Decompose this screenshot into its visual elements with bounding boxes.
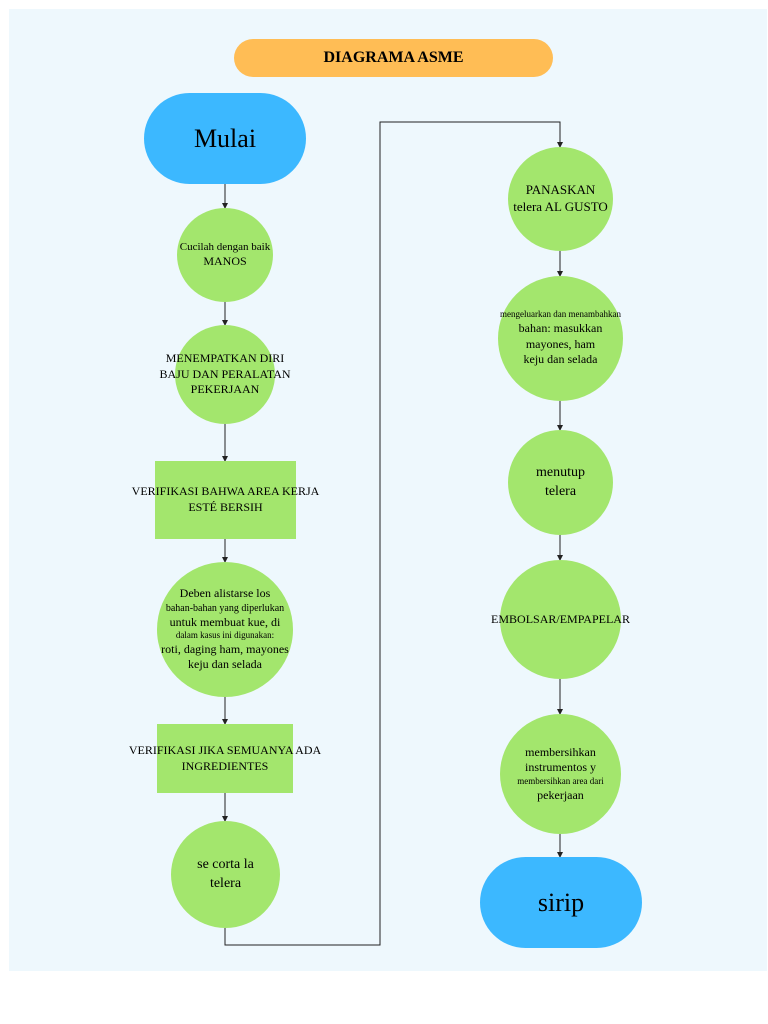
end-terminal: sirip	[480, 857, 642, 948]
step-pack: EMBOLSAR/EMPAPELAR	[491, 560, 630, 679]
step-text-line: se corta la	[197, 857, 254, 873]
step-text-line: PANASKAN	[525, 182, 596, 198]
step-text-line: instrumentos y	[525, 760, 596, 775]
step-text-line: PEKERJAAN	[190, 382, 260, 397]
step-text-line: mengeluarkan dan menambahkan	[500, 309, 621, 320]
step-text-line: menutup	[536, 465, 585, 481]
end-label: sirip	[537, 887, 585, 917]
step-text-line: roti, daging ham, mayones	[161, 641, 289, 656]
step-text-line: keju dan selada	[188, 657, 262, 672]
step-wash-hands: Cucilah dengan baik MANOS	[177, 208, 273, 302]
step-cut-telera: se corta la telera	[171, 821, 280, 928]
start-label: Mulai	[193, 123, 257, 153]
start-terminal: Mulai	[144, 93, 306, 184]
connector-cut-to-heat	[224, 121, 563, 946]
diagram-title: DIAGRAMA ASME	[234, 39, 553, 77]
step-heat-telera: PANASKAN telera AL GUSTO	[508, 147, 613, 251]
step-text-line: membersihkan	[525, 744, 596, 759]
step-close-telera: menutup telera	[508, 430, 613, 535]
step-text-line: EMBOLSAR/EMPAPELAR	[491, 611, 630, 626]
step-text-line: telera	[209, 875, 242, 891]
step-text-line: keju dan selada	[523, 352, 598, 367]
step-text-line: telera AL GUSTO	[513, 199, 608, 214]
step-text-line: MENEMPATKAN DIRI	[165, 351, 285, 366]
diagram-canvas	[9, 9, 767, 971]
step-text-line: MANOS	[203, 254, 247, 269]
step-text-line: untuk membuat kue, di	[169, 614, 281, 629]
step-list-ingredients: Deben alistarse los bahan-bahan yang dip…	[157, 562, 293, 697]
step-text-line: bahan: masukkan	[518, 320, 603, 335]
step-text-line: ESTÉ BERSIH	[188, 500, 263, 514]
step-text-line: dalam kasus ini digunakan:	[175, 630, 275, 641]
step-add-fillings: mengeluarkan dan menambahkan bahan: masu…	[498, 276, 623, 401]
step-verify-area: VERIFIKASI BAHWA AREA KERJA ESTÉ BERSIH	[132, 461, 319, 539]
step-text-line: telera	[544, 483, 577, 499]
step-put-on-clothing: MENEMPATKAN DIRI BAJU DAN PERALATAN PEKE…	[159, 325, 291, 424]
step-text-line: mayones, ham	[525, 336, 596, 351]
step-text-line: Cucilah dengan baik	[179, 241, 271, 254]
step-text-line: INGREDIENTES	[181, 758, 269, 773]
step-text-line: BAJU DAN PERALATAN	[159, 366, 291, 381]
step-text-line: Deben alistarse los	[179, 585, 271, 600]
step-text-line: VERIFIKASI BAHWA AREA KERJA	[131, 484, 320, 499]
step-clean: membersihkan instrumentos y membersihkan…	[500, 714, 621, 834]
step-text-line: bahan-bahan yang diperlukan	[165, 602, 285, 614]
step-text-line: VERIFIKASI JIKA SEMUANYA ADA	[128, 742, 322, 757]
step-text-line: membersihkan area dari	[517, 775, 604, 786]
step-text-line: pekerjaan	[537, 787, 584, 802]
step-verify-ingredients: VERIFIKASI JIKA SEMUANYA ADA INGREDIENTE…	[129, 724, 321, 793]
